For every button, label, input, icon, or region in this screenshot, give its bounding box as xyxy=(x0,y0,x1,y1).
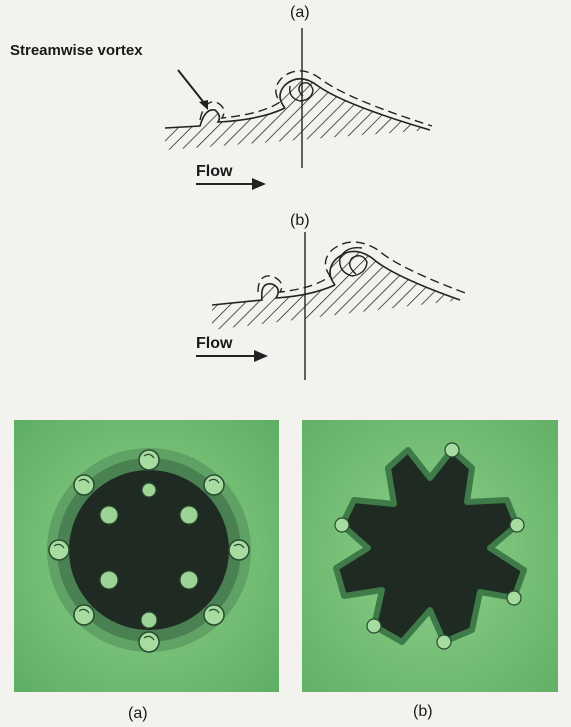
diagram-a-label: (a) xyxy=(290,4,310,22)
photo-a-label: (a) xyxy=(128,705,148,723)
diagram-b-label: (b) xyxy=(290,212,310,230)
flow-label-a: Flow xyxy=(196,163,232,181)
photo-b-label: (b) xyxy=(413,703,433,721)
vortex-diagram-a xyxy=(0,0,571,200)
jet-photo-a xyxy=(14,420,279,692)
vortex-diagram-b xyxy=(0,200,571,390)
flow-label-b: Flow xyxy=(196,335,232,353)
jet-photo-b xyxy=(302,420,558,692)
streamwise-vortex-label: Streamwise vortex xyxy=(10,42,143,59)
